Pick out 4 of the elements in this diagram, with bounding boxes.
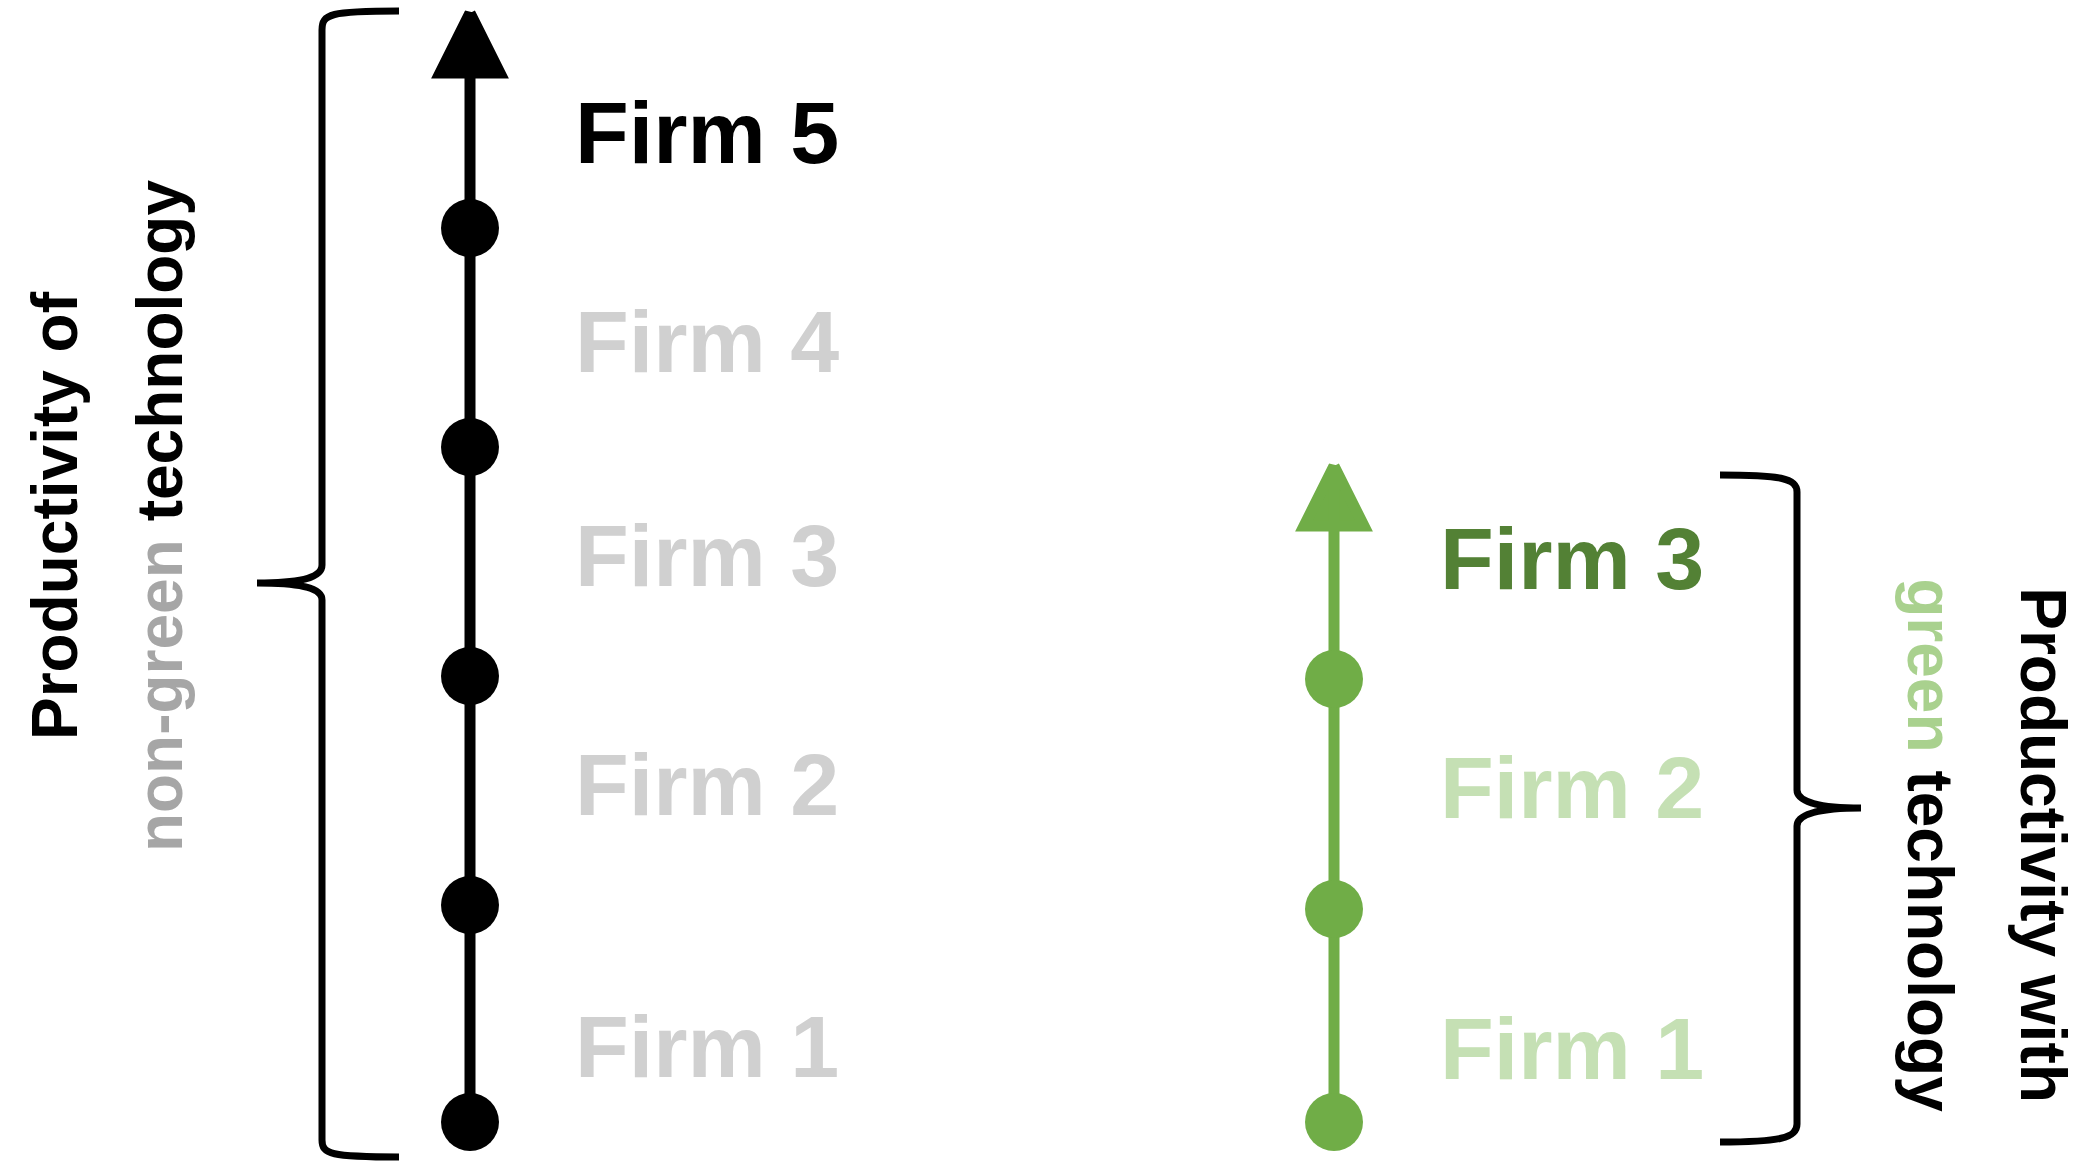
firm-label: Firm 5 <box>575 89 840 177</box>
firm-label: Firm 3 <box>1440 515 1705 603</box>
firm-label: Firm 1 <box>1440 1005 1705 1093</box>
firm-label: Firm 2 <box>1440 744 1705 832</box>
